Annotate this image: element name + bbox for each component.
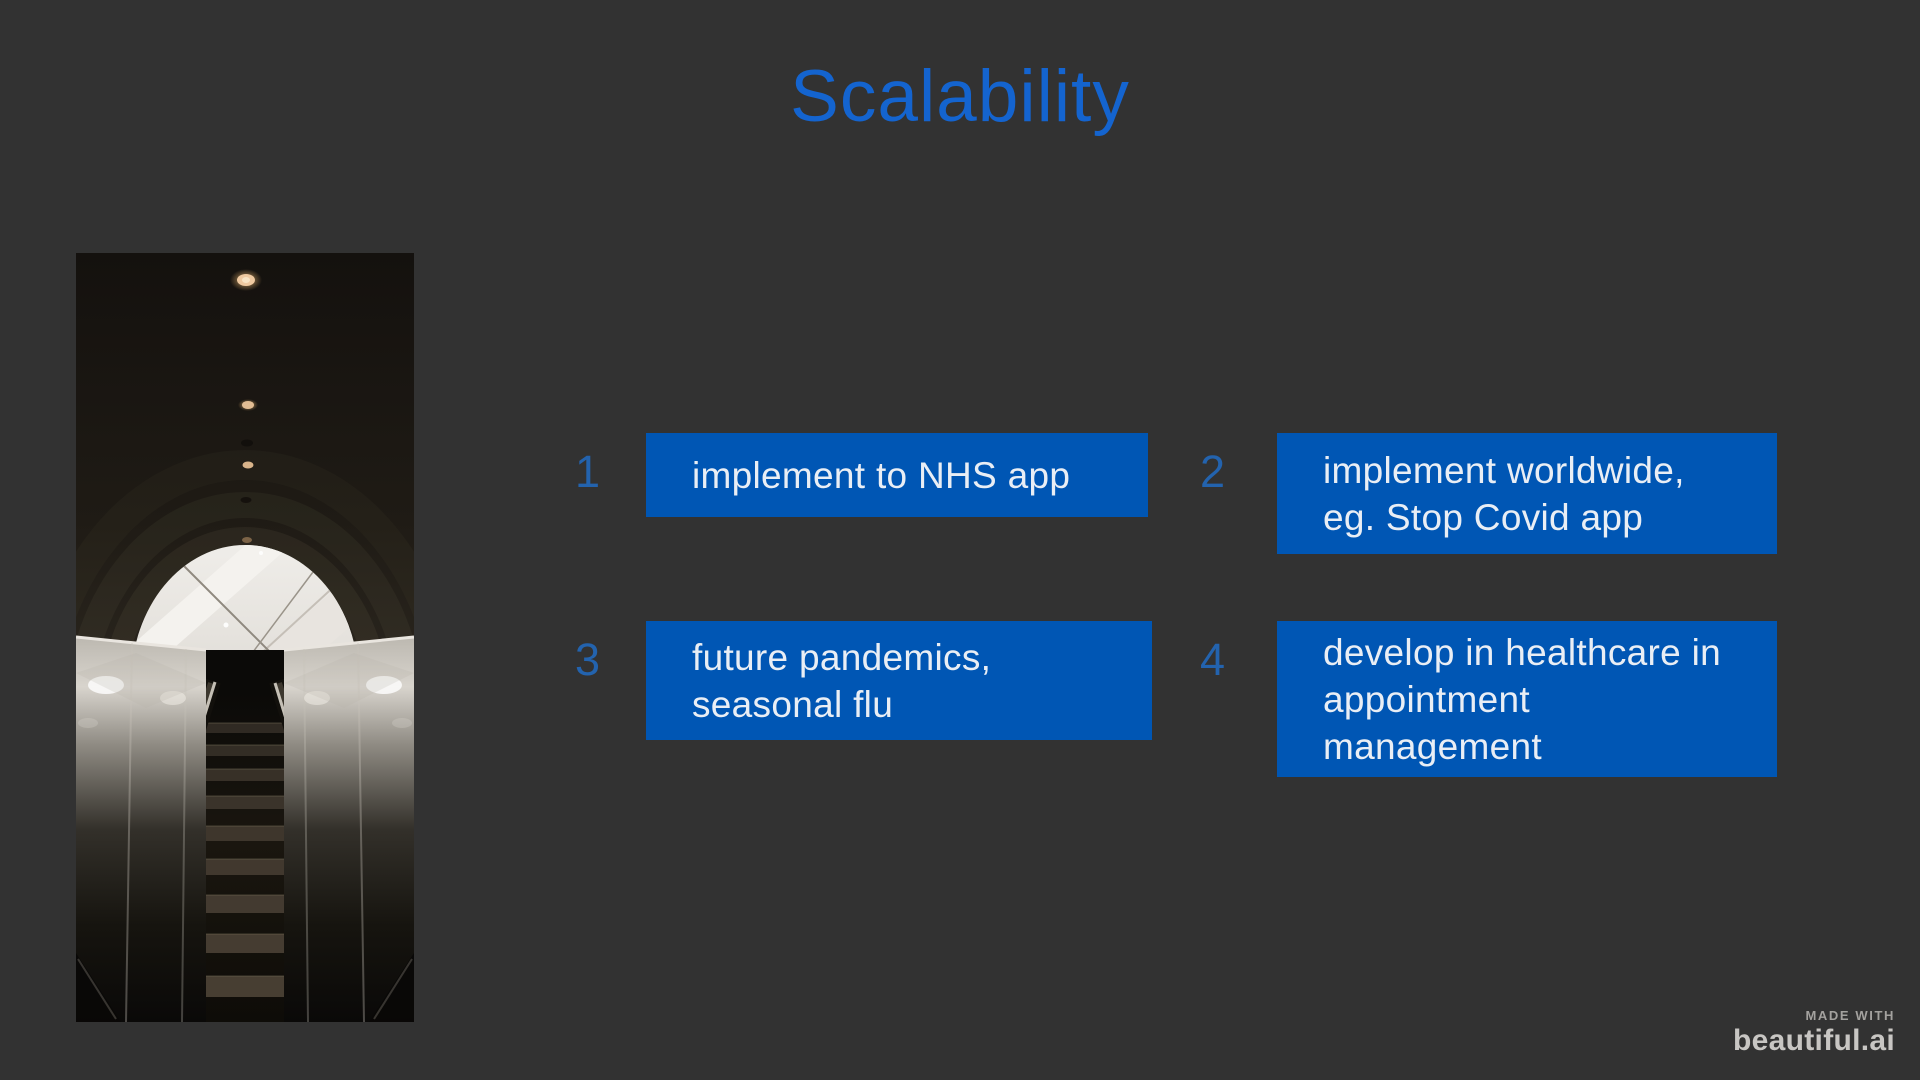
item-number-4: 4 xyxy=(1199,634,1225,685)
item-text-2: implement worldwide, eg. Stop Covid app xyxy=(1323,449,1685,538)
item-number-1: 1 xyxy=(574,446,600,497)
escalator-photo xyxy=(76,253,414,1022)
item-card-4: develop in healthcare in appointment man… xyxy=(1277,621,1777,777)
escalator-photo-graphic xyxy=(76,253,414,1022)
item-number-3: 3 xyxy=(574,634,600,685)
watermark: MADE WITH beautiful.ai xyxy=(1733,1008,1895,1058)
made-with-label: MADE WITH xyxy=(1805,1008,1895,1023)
page-title: Scalability xyxy=(790,56,1130,137)
item-text-3: future pandemics, seasonal flu xyxy=(692,636,992,725)
item-card-1: implement to NHS app xyxy=(646,433,1148,517)
item-number-2: 2 xyxy=(1199,446,1225,497)
brand-wordmark: beautiful.ai xyxy=(1733,1024,1895,1057)
item-card-2: implement worldwide, eg. Stop Covid app xyxy=(1277,433,1777,554)
item-text-1: implement to NHS app xyxy=(692,454,1071,496)
item-text-4: develop in healthcare in appointment man… xyxy=(1323,631,1722,767)
item-card-3: future pandemics, seasonal flu xyxy=(646,621,1152,740)
